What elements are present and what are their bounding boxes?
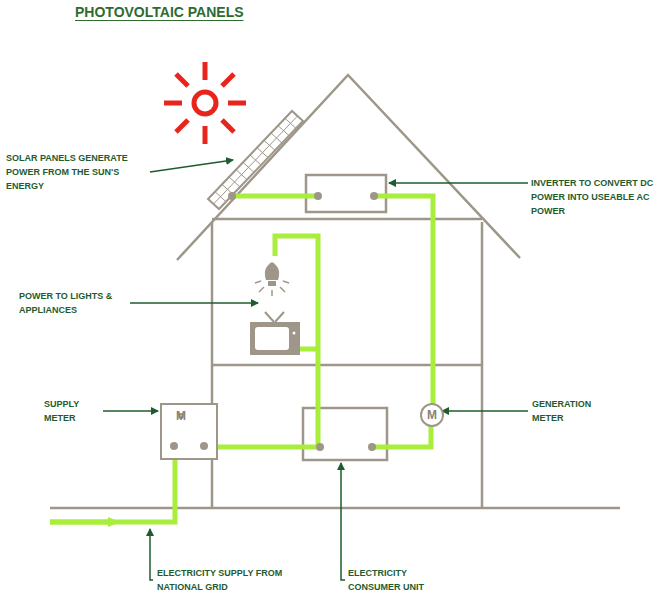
callout-label: ELECTRICITY SUPPLY FROM NATIONAL GRID [156, 566, 308, 594]
terminal-dots [228, 192, 378, 451]
terminal-dot [170, 442, 178, 450]
supply-meter-box: M [160, 403, 218, 460]
meter-circle: M [178, 413, 184, 419]
leader-lines [100, 160, 528, 580]
terminal-dot [200, 442, 208, 450]
inverter-box [306, 175, 386, 212]
callout-label: SUPPLY METER [43, 397, 103, 425]
callout-label: GENERATION METER [531, 397, 613, 425]
callout-label: SOLAR PANELS GENERATE POWER FROM THE SUN… [5, 151, 149, 193]
callout-label: INVERTER TO CONVERT DC POWER INTO USEABL… [530, 176, 668, 218]
wiring [50, 196, 433, 522]
callout-label: ELECTRICITY CONSUMER UNIT [347, 566, 439, 594]
diagram-title: PHOTOVOLTAIC PANELS [75, 4, 244, 20]
house-outline [50, 75, 620, 508]
television [250, 312, 300, 355]
meter-letter: M [176, 410, 186, 422]
light-bulb [255, 262, 289, 296]
meter-letter: M [427, 409, 437, 421]
generation-meter-circle: M [420, 403, 444, 427]
callout-label: POWER TO LIGHTS & APPLIANCES [18, 289, 130, 317]
sun-icon [164, 62, 246, 144]
